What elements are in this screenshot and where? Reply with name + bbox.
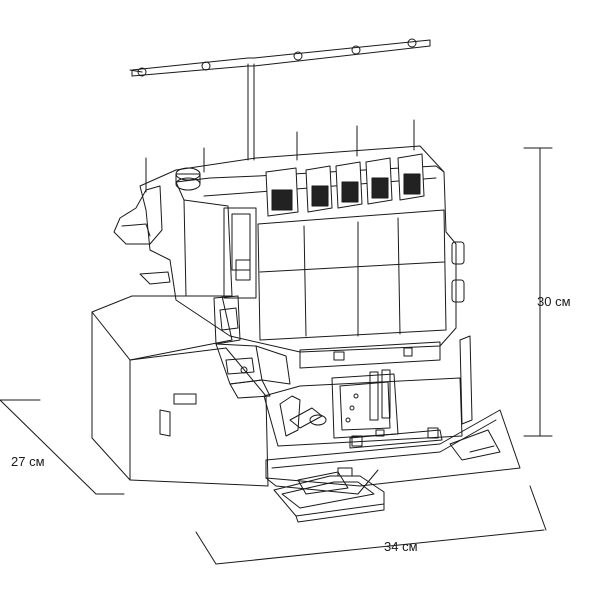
width-dimension-line xyxy=(195,485,547,565)
depth-dimension-line xyxy=(0,399,125,495)
side-lever xyxy=(139,271,171,285)
presser-foot-assembly xyxy=(213,295,291,399)
height-dimension-line xyxy=(523,147,553,437)
attachment-tray xyxy=(273,467,385,523)
left-thread-guide xyxy=(113,185,163,245)
width-label: 34 см xyxy=(384,539,418,554)
looper-area xyxy=(263,369,463,449)
tension-dials xyxy=(265,153,425,217)
depth-label: 27 см xyxy=(11,454,45,469)
height-label: 30 см xyxy=(537,294,571,309)
thread-stand xyxy=(129,38,431,161)
right-support xyxy=(459,335,473,425)
base-block xyxy=(91,295,269,487)
top-knob xyxy=(175,167,201,191)
open-front-cover xyxy=(265,409,521,495)
